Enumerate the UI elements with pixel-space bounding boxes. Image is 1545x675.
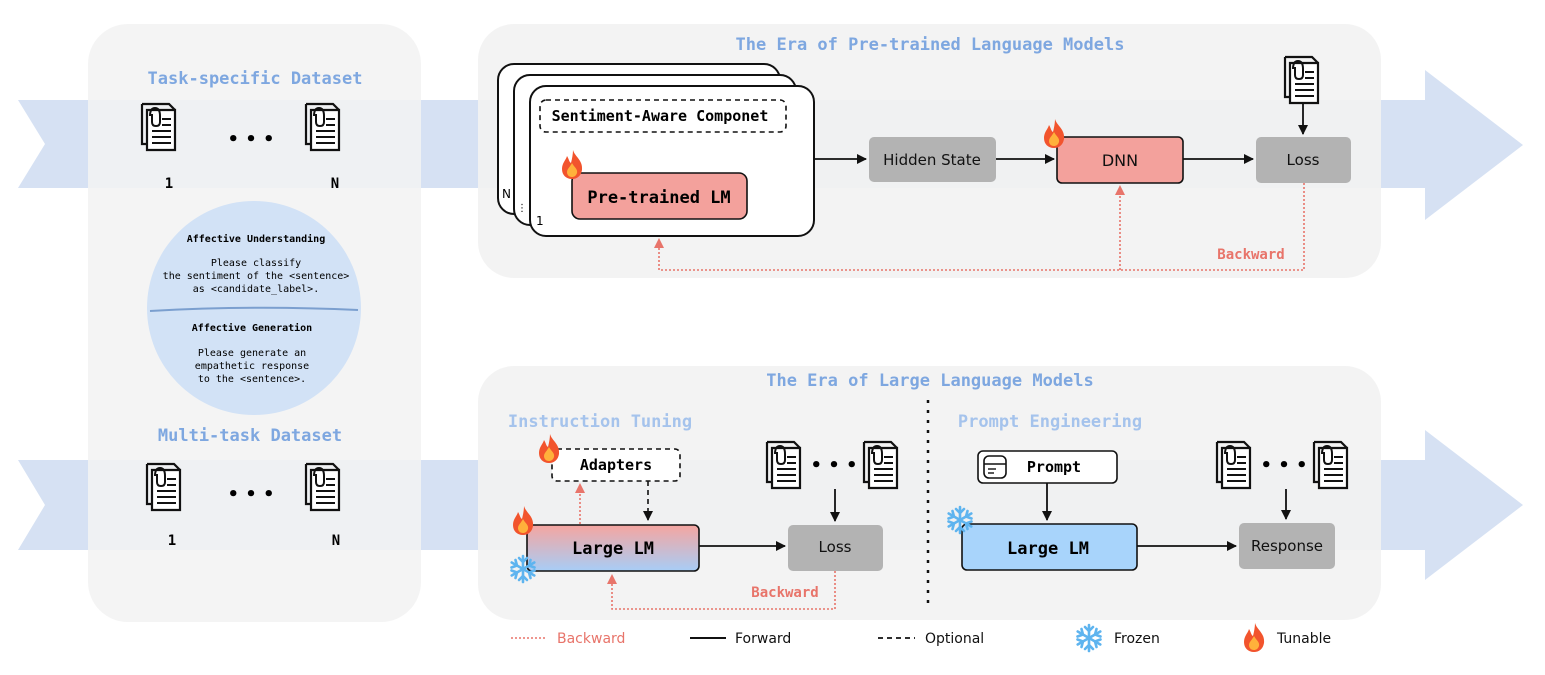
sentiment-aware-component-label: Sentiment-Aware Componet [552,107,769,125]
stack-index-1: 1 [536,214,544,228]
backward-path [654,183,1305,271]
task-specific-dataset-title: Task-specific Dataset [148,69,363,89]
prompt-label: Prompt [1027,458,1081,476]
affective-understanding-title: Affective Understanding [187,233,325,245]
legend-backward-label: Backward [557,631,625,647]
pretrained-lm-label: Pre-trained LM [587,188,730,208]
hidden-state-label: Hidden State [883,151,981,169]
instruction-loss-box [788,525,883,571]
circle-divider [149,306,359,312]
response-label: Response [1251,537,1323,555]
document-icon [145,462,182,512]
sentiment-aware-component-box [539,99,787,133]
ellipsis: • • • [227,129,274,150]
ellipsis: • • • [810,455,857,476]
llm-era-panel [478,366,1381,620]
legend-frozen-label: Frozen [1114,631,1160,647]
document-icon [304,462,341,512]
pretrained-lm-box [571,172,748,220]
legend: Backward Forward Optional Frozen Tunable [511,623,1331,653]
understanding-line: as <candidate_label>. [193,284,319,295]
generation-line: to the <sentence>. [198,374,306,385]
legend-tunable-label: Tunable [1276,631,1331,647]
document-icon [765,440,802,490]
plm-era-title: The Era of Pre-trained Language Models [736,35,1125,55]
legend-forward-label: Forward [735,631,791,647]
document-icon [140,102,177,152]
prompt-engineering-title: Prompt Engineering [958,412,1142,432]
prompt-icon [983,455,1007,479]
document-icon [1283,55,1320,105]
frozen-snowflake-icon [1076,623,1102,653]
loss-label: Loss [1287,151,1320,169]
affective-generation-title: Affective Generation [192,322,312,334]
hidden-state-box [869,137,996,182]
dataset-index-first: 1 [168,533,176,549]
instruction-backward-label: Backward [751,585,818,601]
generation-line: empathetic response [195,361,309,372]
prompt-large-lm-box [961,523,1138,571]
prompt-large-lm-label: Large LM [1007,539,1089,559]
ellipsis: • • • [1260,455,1307,476]
instruction-large-lm-label: Large LM [572,539,654,559]
document-icon [1312,440,1349,490]
generation-line: Please generate an [198,348,306,359]
document-icon [304,102,341,152]
stack-index-dots: ⋮ [517,203,527,214]
dnn-box [1056,136,1184,184]
adapters-label: Adapters [580,456,652,474]
instruction-tuning-title: Instruction Tuning [508,412,692,432]
llm-era-title: The Era of Large Language Models [766,371,1094,391]
stack-index-n: N [502,187,511,201]
legend-optional-label: Optional [925,631,984,647]
instruction-large-lm-box [526,524,700,572]
dataset-index-last: N [331,176,339,192]
ellipsis: • • • [227,484,274,505]
understanding-line: Please classify [211,258,301,269]
loss-box [1256,137,1351,183]
backward-path [607,571,836,610]
response-box [1239,523,1335,569]
document-icon [862,440,899,490]
dnn-label: DNN [1102,151,1138,170]
adapters-box [551,448,681,482]
document-icon [1215,440,1252,490]
dataset-index-first: 1 [165,176,173,192]
backward-label: Backward [1217,247,1284,263]
multi-task-dataset-title: Multi-task Dataset [158,426,342,446]
understanding-line: the sentiment of the <sentence> [163,271,350,282]
instruction-loss-label: Loss [819,538,852,556]
tunable-fire-icon [1244,623,1265,652]
dataset-index-last: N [332,533,340,549]
